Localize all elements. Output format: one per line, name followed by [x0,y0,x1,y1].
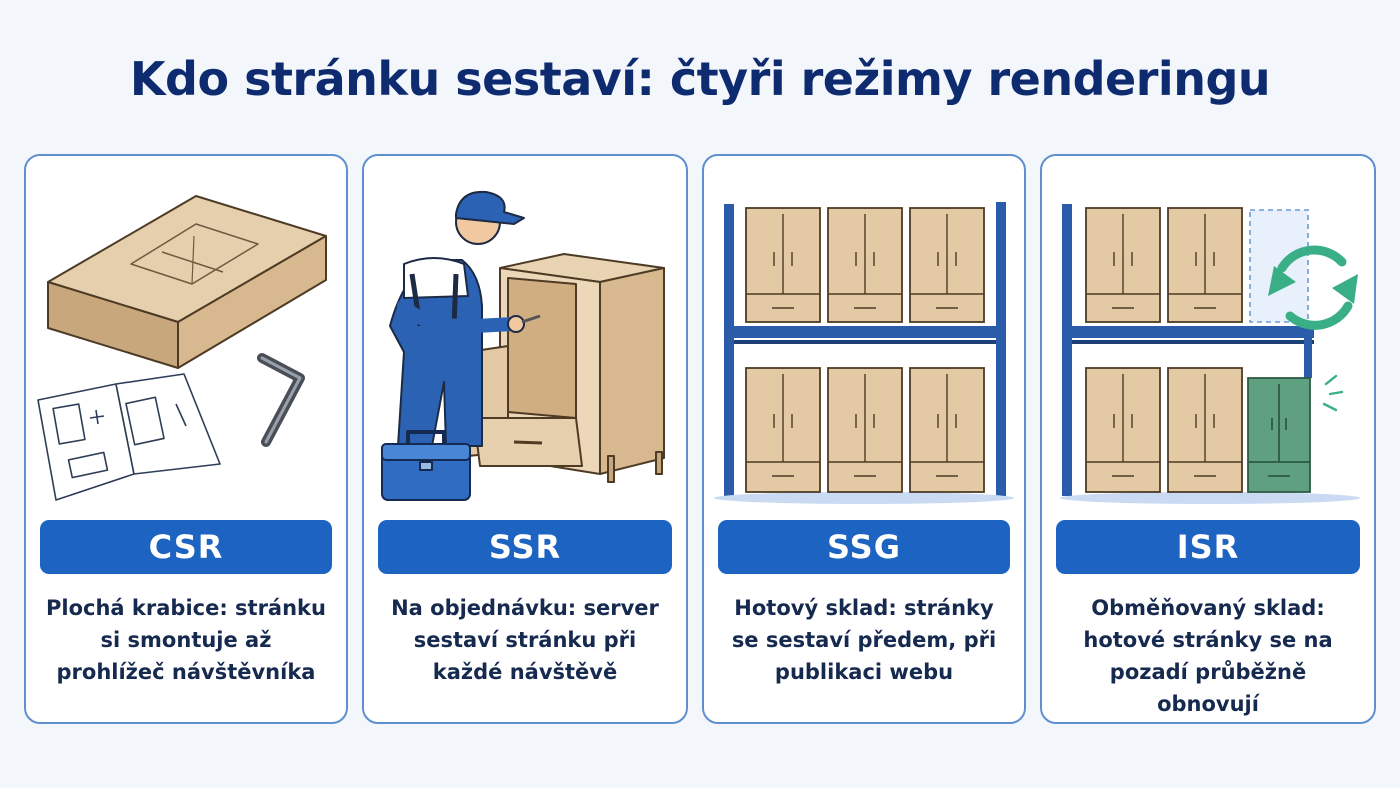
warehouse-rack-icon [1060,204,1360,504]
cabinet-icon [745,207,985,493]
warehouse-rack-icon [714,202,1014,504]
mode-description: Hotový sklad: stránky se sestaví předem,… [731,596,997,684]
toolbox-icon [381,430,471,501]
card-csr: CSR Plochá krabice: stránku si smontuje … [24,154,348,724]
mode-description: Obměňovaný sklad: hotové stránky se na p… [1083,596,1333,716]
cabinet-icon [1085,207,1243,493]
mode-badge: CSR [40,520,332,574]
mode-badge: ISR [1056,520,1360,574]
mode-description: Na objednávku: server sestaví stránku př… [391,596,659,684]
new-cabinet-icon [1247,374,1344,493]
card-ssr: SSR Na objednávku: server sestaví stránk… [362,154,688,724]
refresh-icon [1268,245,1358,330]
card-ssg: SSG Hotový sklad: stránky se sestaví pře… [702,154,1026,724]
manual-icon [37,373,221,501]
page-title: Kdo stránku sestaví: čtyři režimy render… [129,52,1271,106]
cabinet-icon [467,253,665,483]
mode-badge: SSG [718,520,1010,574]
mode-badge: SSR [378,520,672,574]
worker-icon [389,190,541,447]
allen-key-icon [257,353,305,447]
mode-description: Plochá krabice: stránku si smontuje až p… [46,596,326,684]
flat-box-icon [47,195,327,369]
card-isr: ISR Obměňovaný sklad: hotové stránky se … [1040,154,1376,724]
